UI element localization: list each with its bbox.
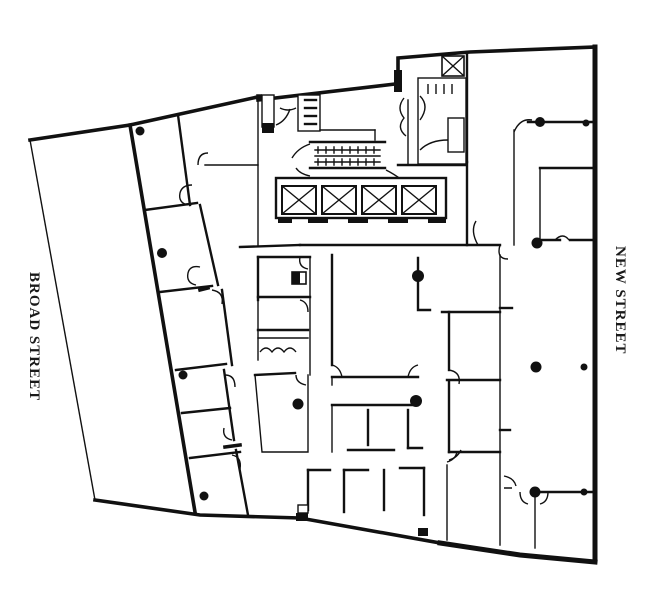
column [530, 361, 542, 373]
east-wing [298, 119, 597, 549]
west-columns [135, 126, 209, 501]
west-core-rooms [253, 255, 428, 536]
center-offices [306, 253, 502, 541]
core-upper [197, 94, 403, 249]
column [529, 486, 541, 498]
elevator-bank [274, 176, 448, 223]
broad-street-label: BROAD STREET [26, 272, 42, 401]
west-office-band [143, 113, 250, 517]
new-street-label: NEW STREET [612, 246, 628, 355]
column [582, 119, 590, 127]
column [535, 117, 545, 127]
core-northeast [394, 50, 469, 167]
column [292, 398, 304, 410]
column [178, 370, 188, 380]
column [135, 126, 145, 136]
column [157, 248, 167, 258]
column [199, 491, 209, 501]
east-columns [529, 117, 590, 498]
column [580, 363, 588, 371]
column [531, 237, 543, 249]
column [580, 488, 588, 496]
column [412, 270, 424, 282]
